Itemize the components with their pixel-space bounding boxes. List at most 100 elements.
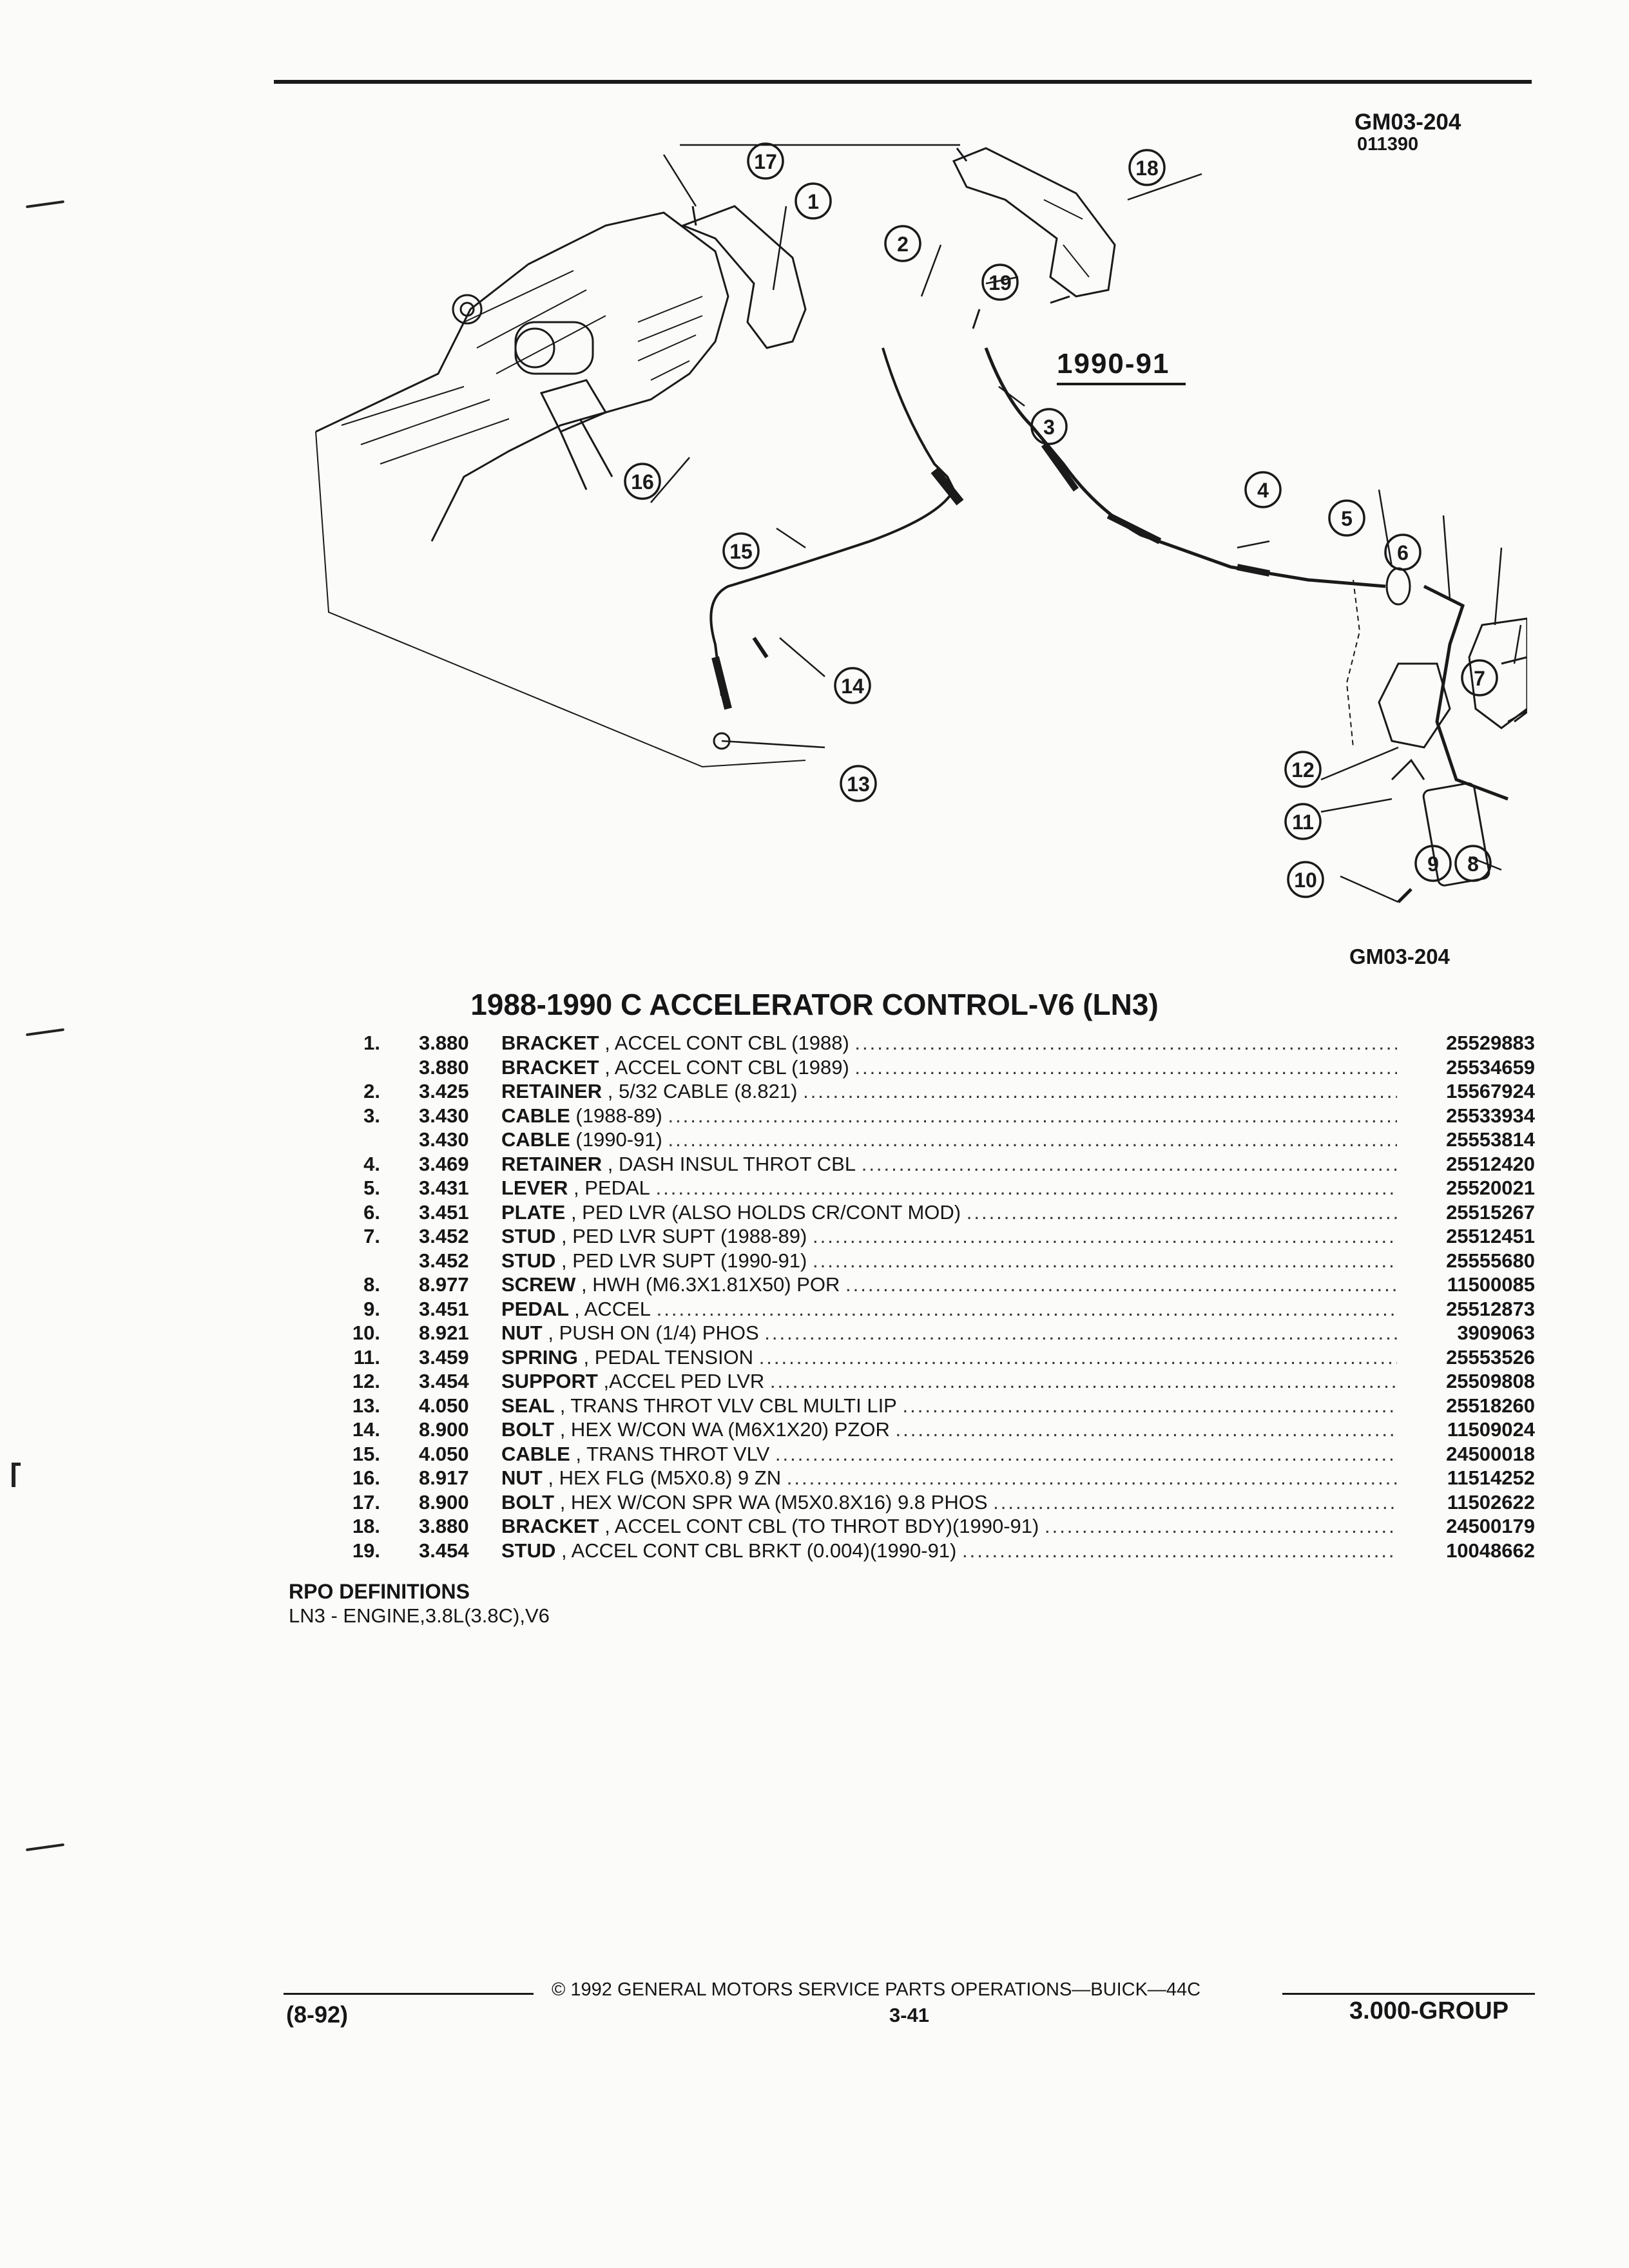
item-number: 1.: [363, 1032, 380, 1054]
leader-dots: ........................................…: [769, 1370, 1397, 1392]
group-number: 3.425: [419, 1080, 469, 1102]
item-number: 6.: [363, 1200, 380, 1224]
leader-dots: ........................................…: [895, 1418, 1397, 1441]
part-description: STUD , ACCEL CONT CBL BRKT (0.004)(1990-…: [501, 1539, 1397, 1563]
svg-text:14: 14: [841, 675, 864, 698]
part-number: 25534659: [1446, 1055, 1535, 1079]
plate-6: [1468, 617, 1527, 729]
leader-dots: ........................................…: [962, 1539, 1397, 1562]
part-detail: , TRANS THROT VLV: [575, 1442, 770, 1465]
part-description: PLATE , PED LVR (ALSO HOLDS CR/CONT MOD)…: [501, 1200, 1397, 1225]
part-name: STUD: [501, 1225, 556, 1247]
figure-code: GM03-204: [1349, 945, 1450, 968]
leader-dots: ........................................…: [812, 1225, 1397, 1247]
part-description: CABLE , TRANS THROT VLV ................…: [501, 1442, 1397, 1466]
callout-9: 9: [1414, 845, 1452, 882]
bracket-18: [952, 147, 1116, 298]
copyright: © 1992 GENERAL MOTORS SERVICE PARTS OPER…: [552, 1979, 1201, 2000]
svg-text:3: 3: [1043, 416, 1055, 439]
group-number: 8.900: [419, 1418, 469, 1441]
callout-16: 16: [624, 463, 661, 500]
svg-text:17: 17: [754, 150, 777, 173]
part-detail: , ACCEL CONT CBL (1989): [604, 1055, 849, 1079]
part-detail: , ACCEL CONT CBL (TO THROT BDY)(1990-91): [604, 1515, 1039, 1537]
item-number: 5.: [363, 1177, 380, 1199]
svg-text:4: 4: [1257, 479, 1269, 502]
part-detail: , PUSH ON (1/4) PHOS: [548, 1321, 759, 1344]
svg-text:6: 6: [1397, 541, 1409, 564]
svg-text:1: 1: [807, 190, 819, 213]
part-detail: , PED LVR SUPT (1988-89): [561, 1225, 807, 1247]
item-number: 8.: [363, 1273, 380, 1296]
part-number: 25553526: [1446, 1345, 1535, 1369]
carpet-edge: [315, 431, 806, 768]
callout-13: 13: [840, 765, 877, 802]
leader-dots: ........................................…: [854, 1055, 1397, 1079]
leader-dots: ........................................…: [854, 1032, 1397, 1054]
scan-mark: [26, 1843, 64, 1852]
part-description: PEDAL , ACCEL ..........................…: [501, 1297, 1397, 1321]
callout-11: 11: [1284, 803, 1322, 840]
part-name: BOLT: [501, 1418, 555, 1441]
part-number: 25515267: [1446, 1200, 1535, 1224]
svg-text:2: 2: [897, 233, 909, 256]
part-number: 15567924: [1446, 1080, 1535, 1102]
leader-dots: ........................................…: [845, 1273, 1397, 1296]
part-name: SPRING: [501, 1345, 578, 1369]
leader-dots: ........................................…: [775, 1442, 1397, 1465]
svg-text:16: 16: [631, 470, 654, 494]
leader-dots: ........................................…: [786, 1466, 1397, 1489]
item-number: 2.: [363, 1080, 380, 1102]
top-rule: [274, 80, 1532, 84]
part-name: SEAL: [501, 1394, 555, 1417]
part-detail: , ACCEL CONT CBL BRKT (0.004)(1990-91): [561, 1539, 957, 1562]
part-description: BOLT , HEX W/CON WA (M6X1X20) PZOR .....…: [501, 1418, 1397, 1442]
part-number: 25512420: [1446, 1152, 1535, 1175]
leader-dots: ........................................…: [668, 1104, 1397, 1127]
parts-diagram: 17 1 2 18 19 3 16 15 4 5 6 7 14 12 13 11…: [315, 142, 1527, 903]
part-detail: , PEDAL: [573, 1177, 650, 1199]
part-detail: , PEDAL TENSION: [583, 1345, 754, 1369]
idle-motor: [539, 379, 608, 433]
svg-text:9: 9: [1427, 852, 1439, 876]
group-number: 3.431: [419, 1177, 469, 1199]
part-number: 24500179: [1446, 1515, 1535, 1537]
group-number: 8.900: [419, 1490, 469, 1514]
svg-text:10: 10: [1294, 869, 1317, 892]
engine-outline: [315, 211, 729, 542]
leader-dots: ........................................…: [861, 1152, 1397, 1175]
part-detail: , HWH (M6.3X1.81X50) POR: [581, 1273, 840, 1296]
part-name: LEVER: [501, 1177, 568, 1199]
header-code: GM03-204: [1354, 110, 1461, 135]
part-description: RETAINER , 5/32 CABLE (8.821) ..........…: [501, 1079, 1397, 1104]
part-description: SCREW , HWH (M6.3X1.81X50) POR .........…: [501, 1273, 1397, 1297]
part-name: STUD: [501, 1249, 556, 1272]
callout-19: 19: [981, 264, 1019, 301]
page-number: 3-41: [889, 2004, 930, 2026]
item-number: 4.: [363, 1152, 380, 1175]
part-detail: , TRANS THROT VLV CBL MULTI LIP: [559, 1394, 897, 1417]
accel-cable-3: [984, 347, 1386, 588]
part-number: 25512451: [1446, 1225, 1535, 1247]
part-number: 25533934: [1446, 1104, 1535, 1127]
part-name: PEDAL: [501, 1297, 569, 1320]
item-number: 15.: [352, 1442, 380, 1465]
part-description: BRACKET , ACCEL CONT CBL (1989) ........…: [501, 1055, 1397, 1080]
callout-7: 7: [1461, 659, 1498, 697]
part-description: SPRING , PEDAL TENSION .................…: [501, 1345, 1397, 1370]
part-description: BRACKET , ACCEL CONT CBL (1988) ........…: [501, 1031, 1397, 1055]
item-number: 9.: [363, 1297, 380, 1320]
item-number: 13.: [352, 1394, 380, 1417]
part-detail: , HEX FLG (M5X0.8) 9 ZN: [548, 1466, 782, 1489]
part-number: 25512873: [1446, 1297, 1535, 1320]
group-number: 3.430: [419, 1128, 469, 1151]
